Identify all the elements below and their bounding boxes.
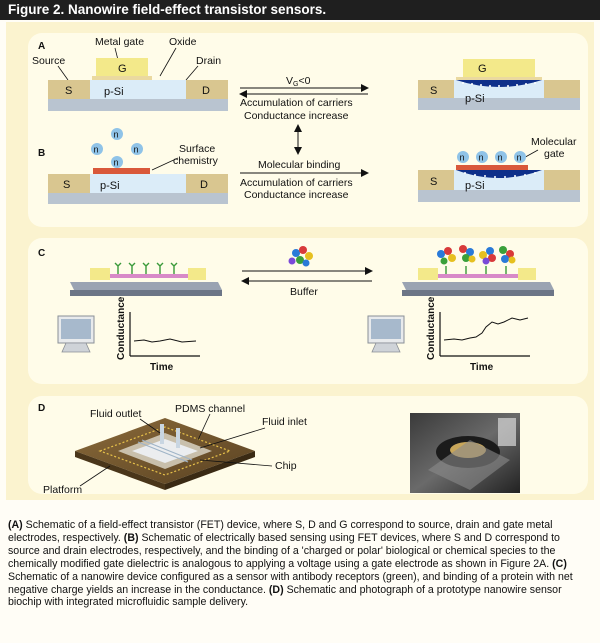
arrow-c-label-buffer: Buffer: [290, 286, 318, 298]
molecules-b: n n n n: [91, 128, 143, 168]
label-oxide: Oxide: [169, 36, 197, 48]
protein-cluster-icon: [288, 246, 313, 267]
electrode-s-a: S: [65, 85, 72, 97]
figure-caption: (A) Schematic of a field-effect transist…: [8, 519, 594, 609]
arrow-a-label-v-rest: <0: [298, 75, 310, 87]
label-platform: Platform: [43, 484, 82, 496]
arrow-a-label-vg: VG<0: [286, 75, 311, 88]
label-source: Source: [32, 55, 65, 67]
electrode-g-a: G: [118, 63, 127, 75]
arrow-a-label-v-sub: G: [293, 81, 298, 88]
fet-device-b-result: n n n n S p-Si: [418, 151, 580, 202]
label-chemistry: chemistry: [173, 155, 219, 167]
caption-b-tag: (B): [123, 531, 139, 544]
arrow-a-label-v: V: [286, 75, 293, 87]
biochip-schematic: [75, 418, 255, 490]
conductance-plot-left: Conductance Time: [116, 296, 200, 373]
xlabel-right: Time: [470, 362, 494, 373]
biochip-photograph: [410, 413, 520, 493]
electrode-d-b: D: [200, 179, 208, 191]
caption-c-text: Schematic of a nanowire device configure…: [8, 570, 573, 596]
figure-title: Figure 2. Nanowire field-effect transist…: [8, 2, 327, 17]
monitor-icon-right: [367, 315, 405, 353]
label-gate: gate: [544, 148, 565, 160]
nanowire-device-right: [402, 245, 554, 296]
channel-a: p-Si: [104, 86, 124, 98]
monitor-icon-left: [57, 315, 95, 353]
caption-b-text: Schematic of electrically based sensing …: [8, 531, 560, 570]
panel-a-letter: A: [38, 41, 45, 52]
ylabel-left: Conductance: [116, 296, 127, 360]
channel-b-result: p-Si: [465, 180, 485, 192]
channel-b: p-Si: [100, 180, 120, 192]
conductance-plot-right: Conductance Time: [426, 296, 530, 373]
arrow-a-label-accumulation: Accumulation of carriers: [240, 97, 353, 109]
fet-device-a: S D G p-Si: [48, 58, 228, 111]
arrow-b-label-accumulation: Accumulation of carriers: [240, 177, 353, 189]
caption-c-tag: (C): [552, 557, 567, 570]
molecule-label-3: n: [134, 145, 139, 155]
electrode-s-a-result: S: [430, 85, 437, 97]
label-pdms-channel: PDMS channel: [175, 403, 245, 415]
arrow-a-label-conductance: Conductance increase: [244, 110, 349, 122]
caption-d-tag: (D): [268, 583, 284, 596]
electrode-s-b-result: S: [430, 176, 437, 188]
molecule-label-r1: n: [460, 153, 465, 163]
channel-a-result: p-Si: [465, 93, 485, 105]
arrow-b-label-binding: Molecular binding: [258, 159, 340, 171]
panel-b-letter: B: [38, 148, 45, 159]
electrode-d-a: D: [202, 85, 210, 97]
xlabel-left: Time: [150, 362, 174, 373]
molecule-label-4: n: [114, 158, 119, 168]
panel-d-letter: D: [38, 403, 45, 414]
molecule-label-r4: n: [517, 153, 522, 163]
panel-c-letter: C: [38, 248, 45, 259]
label-fluid-outlet: Fluid outlet: [90, 408, 141, 420]
bound-proteins-icon: [437, 245, 516, 265]
molecule-label-r2: n: [479, 153, 484, 163]
molecule-label-1: n: [114, 130, 119, 140]
electrode-g-a-result: G: [478, 63, 487, 75]
electrode-s-b: S: [63, 179, 70, 191]
figure-title-bar: Figure 2. Nanowire field-effect transist…: [0, 0, 600, 20]
label-fluid-inlet: Fluid inlet: [262, 416, 307, 428]
ylabel-right: Conductance: [426, 296, 437, 360]
molecule-label-2: n: [94, 145, 99, 155]
caption-d-text: Schematic and photograph of a prototype …: [8, 583, 562, 609]
caption-a-tag: (A): [8, 519, 23, 531]
label-molecular: Molecular: [531, 136, 577, 148]
label-drain: Drain: [196, 55, 221, 67]
fet-device-a-result: G S p-Si: [418, 59, 580, 110]
arrow-b-label-conductance: Conductance increase: [244, 189, 349, 201]
molecule-label-r3: n: [498, 153, 503, 163]
caption-a-text: Schematic of a field-effect transistor (…: [8, 519, 553, 544]
nanowire-device-left: [70, 262, 222, 296]
label-metal-gate: Metal gate: [95, 36, 144, 48]
label-surface: Surface: [179, 143, 215, 155]
fet-device-b: S D p-Si: [48, 168, 228, 204]
label-chip: Chip: [275, 460, 297, 472]
